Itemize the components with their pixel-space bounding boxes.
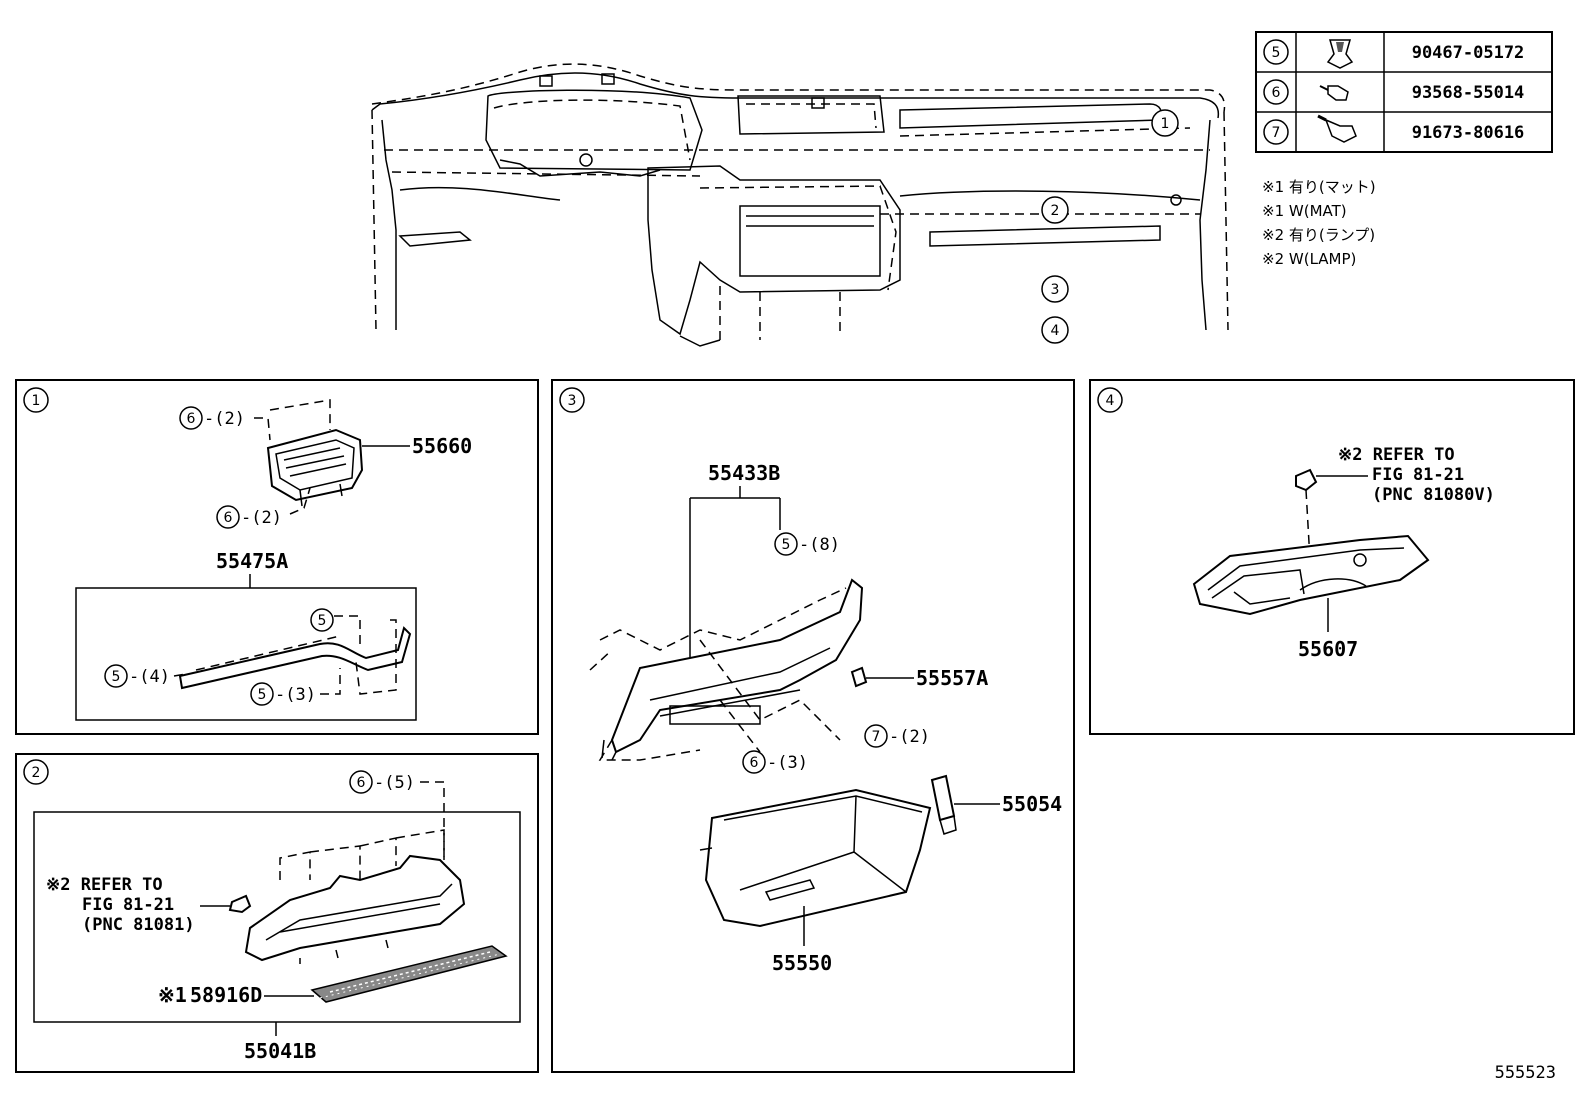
legend-ref-circle (1263, 39, 1289, 65)
part-55433b: 55433B (708, 461, 780, 485)
panel-1-callout-5a: 5 (318, 613, 327, 629)
lower-cover-part (1192, 534, 1430, 616)
panel-1-qty-5b: -(4) (129, 667, 170, 687)
panel-1-inner-box (75, 587, 417, 721)
dashboard-overview: 1 2 3 4 (371, 63, 1229, 347)
note-2: ※1 W(MAT) (1262, 202, 1347, 220)
mat-part (310, 945, 508, 1003)
lamp-connector-icon (228, 894, 252, 914)
part-55550: 55550 (772, 951, 832, 975)
panel-1-callout-6b: 6 (224, 510, 233, 526)
part-55557a: 55557A (916, 666, 988, 690)
panel-4-refer-line-3: (PNC 81080V) (1372, 485, 1495, 505)
legend-table: 5 6 7 90467-05172 93568-55014 91673-8061… (1255, 31, 1553, 153)
panel-3-callout-5: 5 (782, 537, 791, 553)
overview-callout-1: 1 (1161, 116, 1170, 132)
panel-3-qty-5: -(8) (799, 535, 840, 555)
panel-3-qty-7: -(2) (889, 727, 930, 747)
panel-2-mark-1: ※1 (158, 983, 187, 1007)
part-55660: 55660 (412, 434, 472, 458)
part-55607: 55607 (1298, 637, 1358, 661)
part-55475a: 55475A (216, 549, 288, 573)
note-1: ※1 有り(マット) (1262, 178, 1376, 196)
air-vent-part (266, 428, 364, 507)
legend-part-no-3: 91673-80616 (1412, 123, 1525, 143)
legend-part-no-1: 90467-05172 (1412, 43, 1525, 63)
screw-icon (1319, 85, 1349, 101)
note-3: ※2 有り(ランプ) (1262, 226, 1375, 244)
overview-callout-2: 2 (1051, 203, 1060, 219)
legend-ref-7: 7 (1272, 125, 1281, 141)
note-4: ※2 W(LAMP) (1262, 250, 1356, 268)
damper-part (930, 774, 957, 835)
part-55054: 55054 (1002, 792, 1062, 816)
panel-2-index: 2 (32, 765, 41, 781)
panel-3-callout-7: 7 (872, 729, 881, 745)
panel-2-callout-6: 6 (357, 775, 366, 791)
legend-ref-5: 5 (1272, 45, 1281, 61)
lamp-connector-icon-2 (1295, 468, 1318, 492)
panel-2-refer-line-2: FIG 81-21 (82, 895, 174, 915)
panel-4-refer-line-1: ※2 REFER TO (1338, 445, 1455, 465)
panel-2-refer-line-1: ※2 REFER TO (46, 875, 163, 895)
trim-strip-part (178, 626, 412, 690)
panel-1-qty-5c: -(3) (275, 685, 316, 705)
panel-2: 2 6 -(5) ※2 REFER TO FIG 81-21 (PNC 8108… (15, 753, 539, 1073)
part-55041b: 55041B (244, 1039, 316, 1063)
panel-3: 3 55433B 5 -(8) 55557A 7 -(2) 6 -(3) (551, 379, 1075, 1073)
panel-1-callout-5c: 5 (258, 687, 267, 703)
panel-1: 1 6 -(2) 55660 6 -(2) 55475A 5 (15, 379, 539, 735)
lower-panel-part (244, 854, 466, 964)
panel-4: 4 ※2 REFER TO FIG 81-21 (PNC 81080V) 556… (1089, 379, 1575, 735)
overview-callout-4: 4 (1051, 323, 1060, 339)
panel-4-refer-line-2: FIG 81-21 (1372, 465, 1464, 485)
bolt-icon (1317, 114, 1357, 143)
panel-1-callout-5b: 5 (112, 669, 121, 685)
notes: ※1 有り(マット) ※1 W(MAT) ※2 有り(ランプ) ※2 W(LAM… (1262, 178, 1376, 268)
panel-1-callout-6a: 6 (187, 411, 196, 427)
diagram-id: 555523 (1495, 1063, 1556, 1083)
panel-2-qty-6: -(5) (374, 773, 415, 793)
panel-1-qty-6b: -(2) (241, 508, 282, 528)
glove-box-door-part (699, 788, 932, 928)
panel-3-index: 3 (568, 393, 577, 409)
legend-part-no-2: 93568-55014 (1412, 83, 1525, 103)
glove-box-frame-part (601, 578, 864, 761)
panel-2-inner-box (33, 811, 521, 1023)
panel-1-index: 1 (32, 393, 41, 409)
part-58916d: 58916D (190, 983, 262, 1007)
clip-icon (1326, 39, 1354, 69)
panel-1-qty-6a: -(2) (204, 409, 245, 429)
overview-callout-3: 3 (1051, 282, 1060, 298)
legend-ref-6: 6 (1272, 85, 1281, 101)
panel-3-qty-6: -(3) (767, 753, 808, 773)
hinge-pin-part (850, 666, 868, 688)
panel-2-refer-line-3: (PNC 81081) (82, 915, 195, 935)
panel-3-callout-6: 6 (750, 755, 759, 771)
panel-4-index: 4 (1106, 393, 1115, 409)
